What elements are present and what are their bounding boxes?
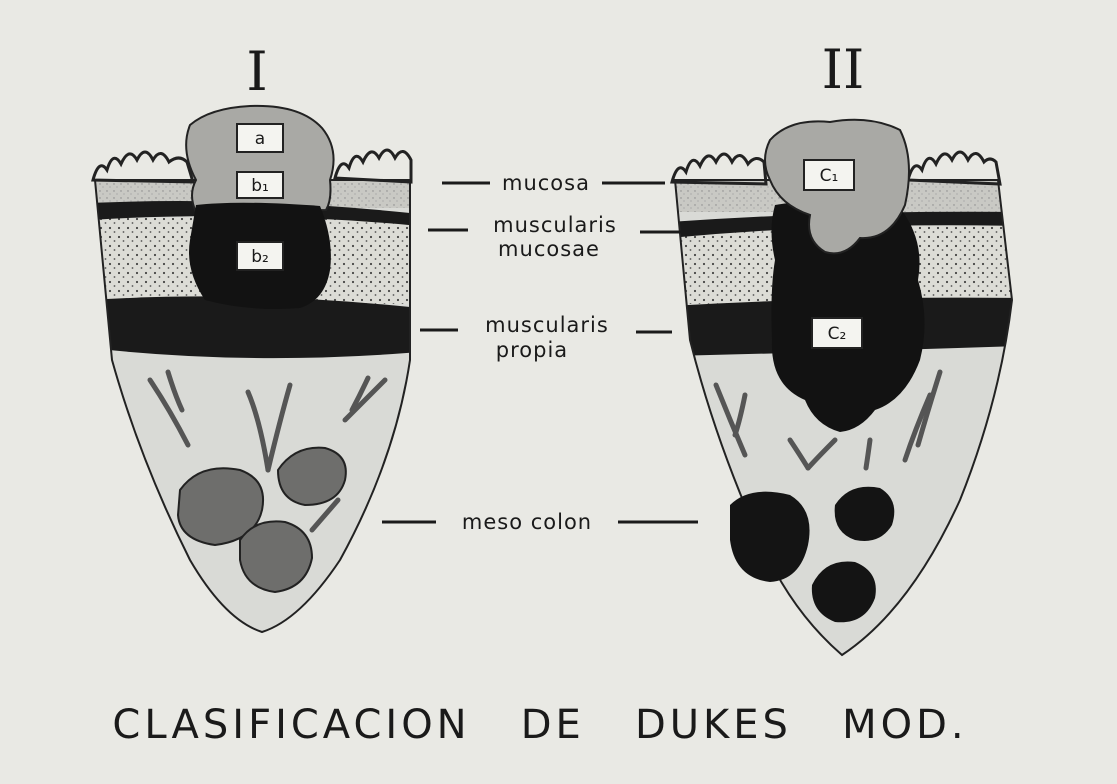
label-muscularis-mucosae-2: mucosae <box>498 237 600 261</box>
label-mucosa: mucosa <box>502 171 590 195</box>
box-b1: b₁ <box>237 172 283 198</box>
diagram-title: CLASIFICACION DE DUKES MOD. <box>112 702 967 748</box>
box-b2-text: b₂ <box>251 247 269 267</box>
box-c1-text: C₁ <box>820 166 839 186</box>
label-mesocolon: meso colon <box>462 510 592 534</box>
numeral-left: I <box>246 40 267 103</box>
box-a-text: a <box>255 129 265 149</box>
left-villi-2 <box>335 150 411 182</box>
numeral-right: II <box>822 38 865 101</box>
box-b2: b₂ <box>237 242 283 270</box>
box-a: a <box>237 124 283 152</box>
box-c2: C₂ <box>812 318 862 348</box>
label-muscularis-propia-2: propia <box>496 338 568 362</box>
box-c2-text: C₂ <box>828 324 847 344</box>
box-c1: C₁ <box>804 160 854 190</box>
label-muscularis-mucosae-1: muscularis <box>493 213 617 237</box>
box-b1-text: b₁ <box>251 176 269 196</box>
right-specimen: C₁ C₂ <box>670 120 1020 670</box>
left-villi-1 <box>93 152 193 182</box>
label-muscularis-propia-1: muscularis <box>485 313 609 337</box>
left-lymph-node-3 <box>240 521 312 592</box>
left-specimen: a b₁ b₂ <box>90 106 420 650</box>
